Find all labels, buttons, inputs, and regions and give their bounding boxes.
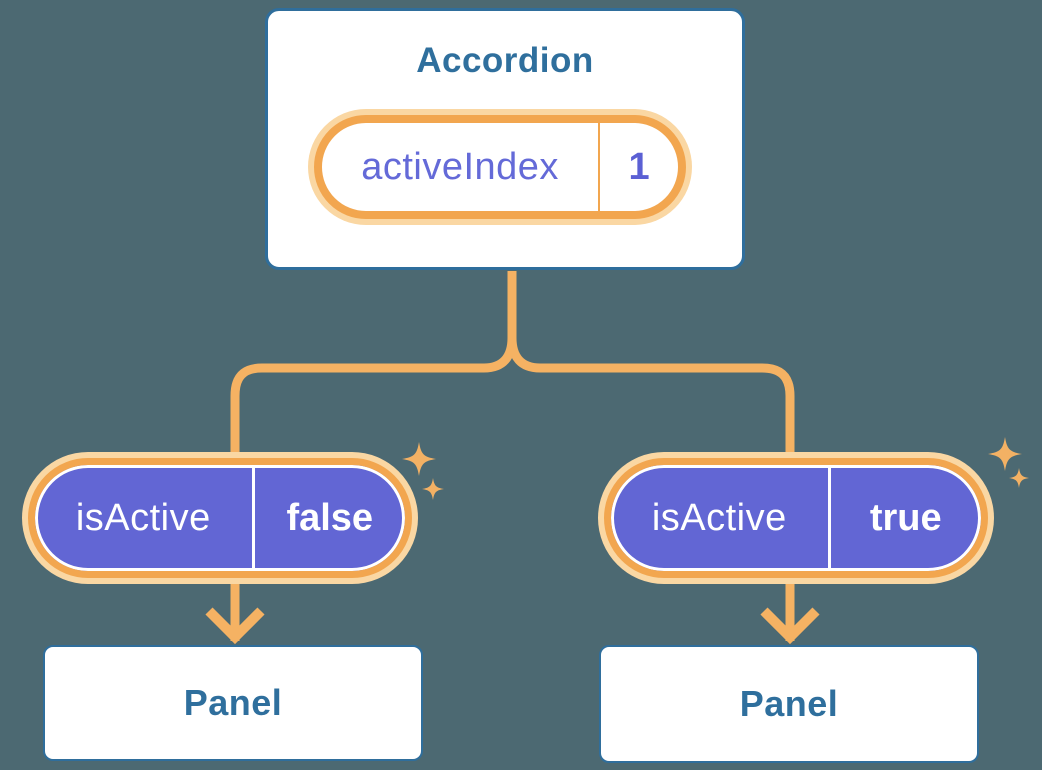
sparkle-icon	[402, 442, 436, 476]
prop-pill-isactive-false: isActive false	[28, 458, 412, 578]
panel-title: Panel	[183, 682, 283, 723]
pill-divider	[598, 123, 601, 211]
accordion-title: Accordion	[416, 41, 594, 80]
pill-divider	[827, 465, 831, 571]
prop-name-label: isActive	[651, 496, 787, 539]
prop-name-label: isActive	[75, 496, 211, 539]
pill-divider	[251, 465, 255, 571]
sparkle-icon	[1009, 468, 1029, 488]
panel-node-right: Panel	[599, 645, 979, 763]
prop-value-label: false	[286, 496, 374, 539]
panel-title: Panel	[739, 683, 839, 724]
panel-node-left: Panel	[43, 645, 423, 761]
prop-pill-isactive-true: isActive true	[604, 458, 988, 578]
sparkle-icon	[422, 478, 444, 500]
arrow-down-icon	[205, 607, 265, 645]
arrow-down-icon	[760, 607, 820, 645]
accordion-node: Accordion activeIndex 1	[265, 8, 745, 270]
state-name-label: activeIndex	[361, 145, 559, 188]
state-pill-activeindex: activeIndex 1	[314, 115, 686, 219]
sparkle-icon	[988, 437, 1022, 471]
state-value-label: 1	[628, 145, 650, 188]
prop-value-label: true	[869, 496, 942, 539]
